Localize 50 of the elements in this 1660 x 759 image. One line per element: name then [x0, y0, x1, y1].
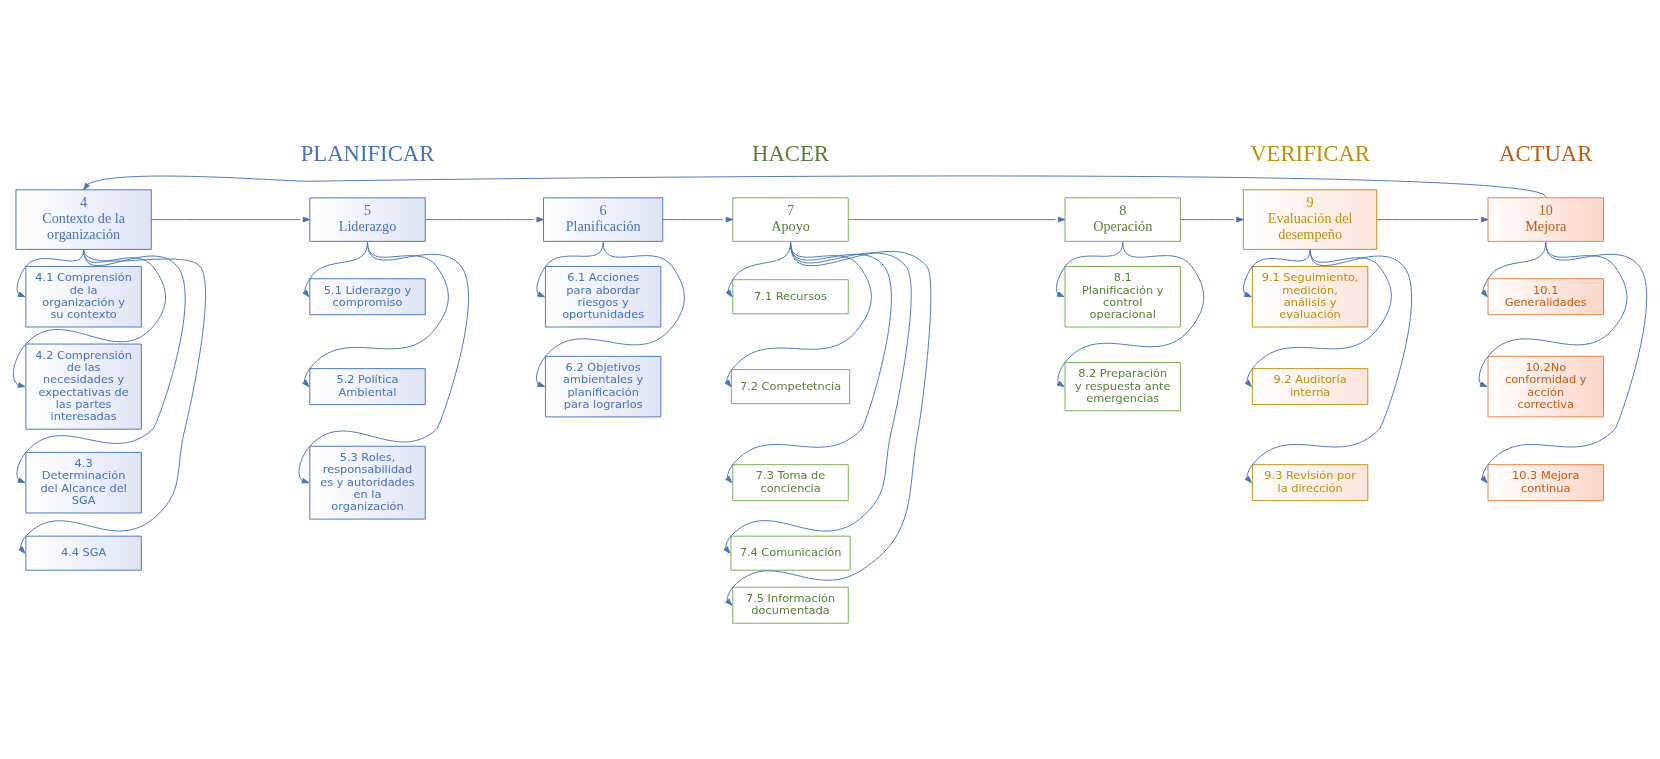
node-box: 5.1 Liderazgo y compromiso [309, 277, 426, 315]
arrow [536, 241, 604, 297]
node-box: 10.1 Generalidades [1487, 277, 1604, 315]
node-box: 4.1 Comprensión de la organización y su contexto [25, 265, 142, 327]
arrow [847, 216, 1066, 222]
arrow [662, 216, 734, 222]
arrow [536, 241, 685, 387]
node-box: 9.1 Seguimiento, medición, análisis y evaluación [1251, 265, 1369, 327]
node-box: 5.2 Política Ambiental [309, 367, 426, 405]
node-box: 7.4 Comunicación [730, 535, 851, 571]
arrow [1244, 248, 1392, 387]
node-box: 7.2 Competetncia [730, 368, 851, 404]
arrow [1243, 248, 1311, 297]
node-box: 6.1 Acciones para abordar riesgos y oportunidades [544, 265, 662, 327]
label: HACER [752, 140, 830, 166]
node-box: 10.2No conformidad y acción correctiva [1487, 355, 1604, 417]
node-box: 7 Apoyo [732, 196, 849, 242]
node-box: 5.3 Roles, responsabilidad es y autoridades en la organización [309, 445, 426, 520]
arrow [150, 216, 311, 222]
arrow [298, 241, 469, 483]
arrow [1056, 241, 1205, 387]
arrow [424, 216, 544, 222]
node-box: 9.2 Auditoría interna [1251, 367, 1369, 405]
node-box: 7.5 Información documentada [732, 586, 849, 624]
label: ACTUAR [1499, 140, 1593, 166]
node-box: 8 Operación [1064, 196, 1181, 242]
node-box: 5 Liderazgo [309, 196, 426, 242]
label: VERIFICAR [1250, 140, 1371, 166]
arrow [1376, 216, 1489, 222]
arrow [1179, 216, 1244, 222]
node-box: 10 Mejora [1487, 196, 1604, 242]
arrow [1480, 241, 1647, 483]
arrow [1244, 248, 1412, 483]
label: PLANIFICAR [300, 140, 435, 166]
arrow [83, 174, 1547, 197]
node-box: 6.2 Objetivos ambientales y planificación para lograrlos [544, 355, 662, 417]
arrow [725, 241, 932, 606]
node-box: 6 Planificación [543, 196, 664, 242]
node-box: 10.3 Mejora continua [1487, 463, 1604, 501]
node-box: 4 Contexto de la organización [15, 188, 152, 250]
node-box: 4.2 Comprensión de las necesidades y expectativas de las partes interesadas [25, 343, 142, 430]
node-box: 4.3 Determinación del Alcance del SGA [25, 451, 142, 513]
node-box: 7.3 Toma de conciencia [732, 463, 849, 501]
node-box: 9.3 Revisión por la dirección [1251, 463, 1369, 501]
node-box: 8.2 Preparación y respuesta ante emergencias [1064, 361, 1181, 411]
node-box: 8.1 Planificación y control operacional [1064, 265, 1181, 327]
node-box: 9 Evaluación del desempeño [1242, 188, 1378, 250]
arrow [18, 248, 206, 554]
node-box: 7.1 Recursos [732, 278, 849, 314]
node-box: 4.4 SGA [25, 535, 142, 571]
